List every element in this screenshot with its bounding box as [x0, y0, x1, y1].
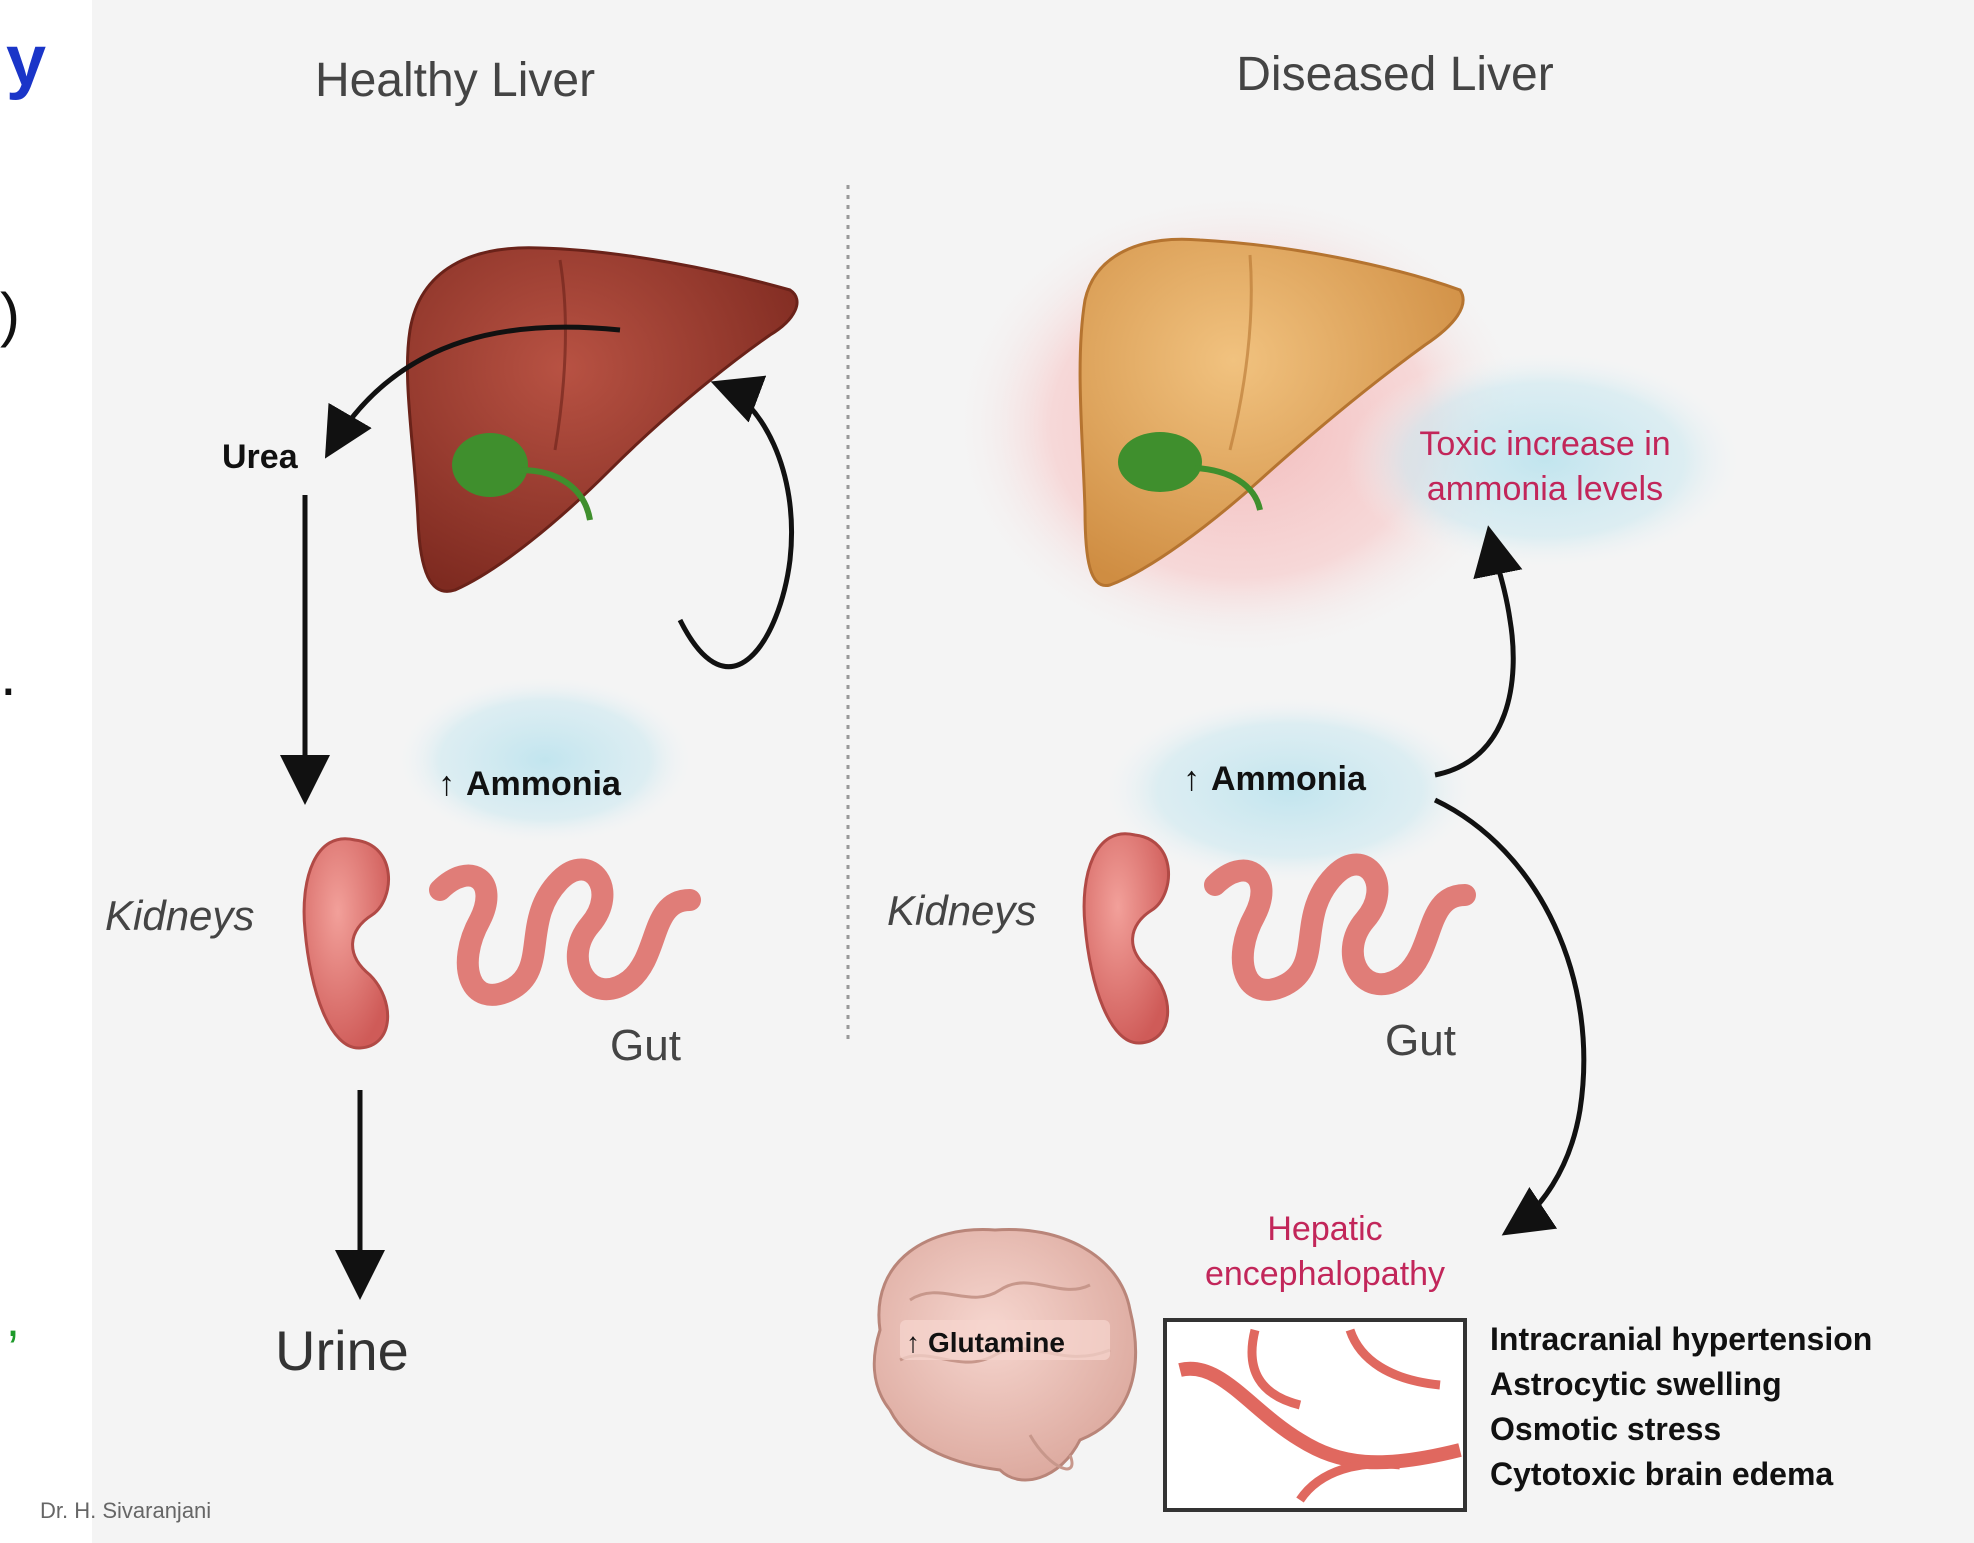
diseased-kidneys-label: Kidneys	[887, 887, 1036, 934]
toxic-increase-line1: Toxic increase in	[1419, 425, 1670, 463]
hepatic-encephalopathy-line2: encephalopathy	[1205, 1255, 1445, 1293]
healthy-kidney	[304, 839, 388, 1048]
effect-item: Osmotic stress	[1490, 1411, 1721, 1447]
glutamine-up-arrow-icon: ↑	[906, 1327, 920, 1358]
diseased-kidney	[1084, 834, 1168, 1043]
brain-vessel-inset	[1165, 1320, 1465, 1510]
toxic-increase-line2: ammonia levels	[1427, 470, 1663, 508]
healthy-liver-title: Healthy Liver	[315, 54, 595, 107]
ammonia-up-arrow-icon: ↑	[438, 765, 455, 803]
diseased-ammonia-label: Ammonia	[1211, 760, 1367, 798]
ammonia-up-arrow-icon: ↑	[1183, 760, 1200, 798]
healthy-liver	[407, 248, 797, 592]
effect-item: Cytotoxic brain edema	[1490, 1456, 1833, 1492]
diseased-liver-title: Diseased Liver	[1236, 48, 1554, 101]
glutamine-label: Glutamine	[928, 1327, 1065, 1358]
gallbladder	[1118, 432, 1202, 492]
healthy-ammonia-label: Ammonia	[466, 765, 622, 803]
diseased-gut-label: Gut	[1385, 1016, 1456, 1065]
author-credit: Dr. H. Sivaranjani	[40, 1498, 211, 1523]
effect-item: Intracranial hypertension	[1490, 1321, 1872, 1357]
ammonia-to-liver-arrow	[680, 385, 792, 667]
healthy-gut-label: Gut	[610, 1021, 681, 1070]
ammonia-to-brain-arrow	[1435, 800, 1584, 1230]
gallbladder	[452, 433, 528, 497]
hepatic-encephalopathy-line1: Hepatic	[1267, 1210, 1382, 1248]
healthy-gut	[440, 869, 690, 994]
urea-label: Urea	[222, 438, 299, 476]
healthy-kidneys-label: Kidneys	[105, 892, 254, 939]
effect-item: Astrocytic swelling	[1490, 1366, 1782, 1402]
urine-label: Urine	[275, 1319, 409, 1382]
diseased-gut	[1215, 864, 1465, 989]
ammonia-glow	[395, 675, 695, 845]
